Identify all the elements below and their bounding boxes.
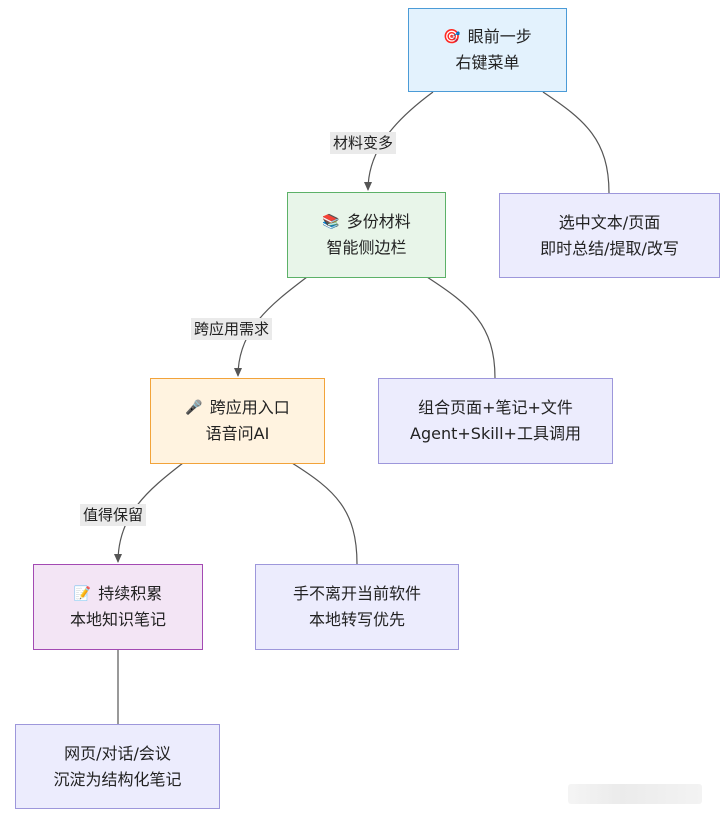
node-context-menu[interactable]: 🎯 眼前一步 右键菜单	[408, 8, 567, 92]
node-stay-in-app-title: 手不离开当前软件	[292, 584, 421, 603]
node-sidebar-title: 多份材料	[346, 212, 411, 231]
node-context-menu-subtitle: 右键菜单	[455, 53, 520, 72]
edge-label-worth-keeping: 值得保留	[80, 504, 147, 526]
node-context-menu-title: 眼前一步	[467, 27, 532, 46]
edge-label-more-materials: 材料变多	[330, 132, 397, 154]
node-sidebar[interactable]: 📚 多份材料 智能侧边栏	[287, 192, 446, 278]
node-select-text-subtitle: 即时总结/提取/改写	[540, 238, 679, 258]
microphone-icon: 🎤	[185, 400, 203, 416]
node-notes-title: 持续积累	[98, 584, 163, 603]
node-voice-ai[interactable]: 🎤 跨应用入口 语音问AI	[150, 378, 325, 464]
edge-context-menu-to-select-text	[542, 91, 610, 194]
edge-sidebar-to-combine-pages	[426, 276, 496, 379]
node-voice-ai-title: 跨应用入口	[209, 398, 290, 417]
target-icon: 🎯	[443, 29, 461, 45]
node-select-text[interactable]: 选中文本/页面 即时总结/提取/改写	[499, 193, 720, 278]
edge-label-cross-app: 跨应用需求	[191, 318, 273, 340]
books-icon: 📚	[322, 214, 340, 230]
node-combine-pages-subtitle: Agent+Skill+工具调用	[410, 424, 581, 443]
node-structured-notes-subtitle: 沉淀为结构化笔记	[53, 769, 182, 789]
node-sidebar-subtitle: 智能侧边栏	[326, 238, 407, 257]
node-stay-in-app-subtitle: 本地转写优先	[308, 610, 405, 629]
memo-icon: 📝	[73, 586, 92, 602]
node-voice-ai-subtitle: 语音问AI	[205, 424, 270, 443]
node-notes[interactable]: 📝 持续积累 本地知识笔记	[33, 564, 203, 650]
node-notes-subtitle: 本地知识笔记	[69, 610, 166, 629]
node-select-text-title: 选中文本/页面	[558, 212, 661, 232]
edge-voice-ai-to-stay-in-app	[291, 462, 358, 565]
node-structured-notes[interactable]: 网页/对话/会议 沉淀为结构化笔记	[15, 724, 220, 809]
watermark	[568, 784, 702, 804]
node-structured-notes-title: 网页/对话/会议	[64, 743, 171, 763]
node-stay-in-app[interactable]: 手不离开当前软件 本地转写优先	[255, 564, 459, 650]
node-combine-pages-title: 组合页面+笔记+文件	[418, 398, 573, 417]
node-combine-pages[interactable]: 组合页面+笔记+文件 Agent+Skill+工具调用	[378, 378, 613, 464]
